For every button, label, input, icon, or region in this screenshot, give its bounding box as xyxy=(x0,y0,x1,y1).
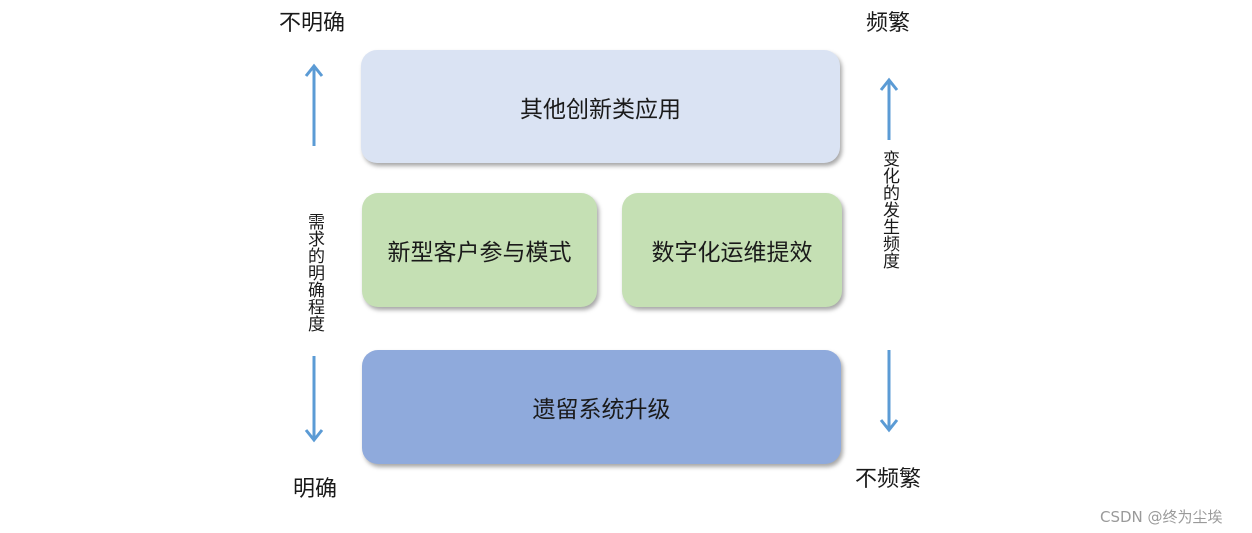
label-not-clear: 不明确 xyxy=(279,11,346,36)
watermark: CSDN @终为尘埃 xyxy=(1100,508,1223,526)
box-legacy-system-upgrade: 遗留系统升级 xyxy=(362,350,841,464)
label-infrequent: 不频繁 xyxy=(855,467,922,492)
right-axis-label: 变化的发生频度 xyxy=(879,150,899,269)
box-new-customer-engagement: 新型客户参与模式 xyxy=(362,193,597,307)
label-frequent: 频繁 xyxy=(866,11,911,36)
box-digital-ops-efficiency-label: 数字化运维提效 xyxy=(651,240,813,266)
box-digital-ops-efficiency: 数字化运维提效 xyxy=(622,193,842,307)
box-other-innovation-apps-label: 其他创新类应用 xyxy=(520,96,681,123)
left-down-arrow xyxy=(304,356,324,443)
left-up-arrow xyxy=(304,63,324,146)
right-down-arrow xyxy=(879,350,899,433)
box-new-customer-engagement-label: 新型客户参与模式 xyxy=(387,240,572,266)
box-other-innovation-apps: 其他创新类应用 xyxy=(361,50,840,163)
left-axis-label: 需求的明确程度 xyxy=(304,213,324,332)
right-up-arrow xyxy=(879,77,899,140)
box-legacy-system-upgrade-label: 遗留系统升级 xyxy=(532,397,671,423)
label-clear: 明确 xyxy=(293,477,338,502)
